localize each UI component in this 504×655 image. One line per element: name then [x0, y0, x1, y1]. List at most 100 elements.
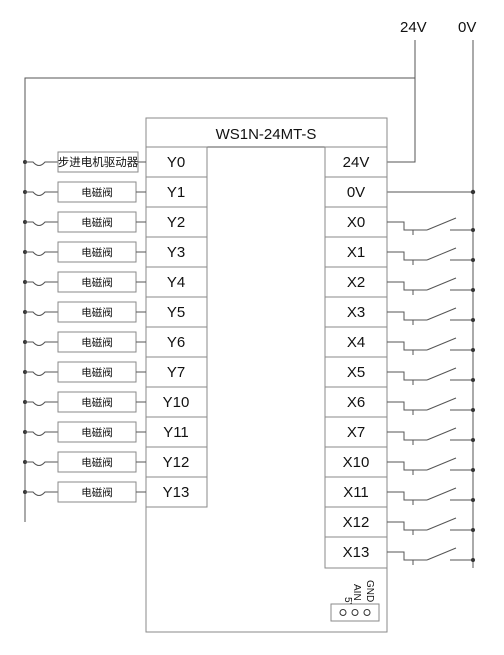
- input-wire: [387, 461, 427, 471]
- input-terminal-label: X1: [347, 244, 365, 261]
- input-row: X2: [325, 266, 475, 295]
- analog-pin-gnd: [363, 609, 371, 616]
- input-wire: [387, 491, 427, 501]
- supply-0v-label: 0V: [458, 19, 476, 36]
- power-terminal-row: 0V: [325, 176, 387, 201]
- input-row: X6: [325, 386, 475, 415]
- output-terminal-label: Y3: [167, 244, 185, 261]
- input-row: X7: [325, 416, 475, 445]
- output-terminal-label: Y6: [167, 334, 185, 351]
- output-terminal-label: Y5: [167, 304, 185, 321]
- input-terminal-label: X11: [343, 484, 369, 501]
- input-wire: [387, 281, 427, 291]
- input-wire: [387, 341, 427, 351]
- input-terminal-label: X3: [347, 304, 365, 321]
- input-wire: [387, 551, 427, 561]
- switch-blade: [426, 217, 457, 231]
- solenoid-valve-label: 电磁阀: [81, 366, 113, 379]
- analog-5v-label: 5V: [342, 597, 353, 610]
- output-terminal-label: Y1: [167, 184, 185, 201]
- stepper-driver-label: 步进电机驱动器: [58, 155, 139, 169]
- input-row: X11: [325, 476, 475, 505]
- input-terminal-label: X0: [347, 214, 365, 231]
- rail-junction: [471, 348, 475, 352]
- switch-blade: [426, 337, 457, 351]
- load-feed-wire: [25, 311, 58, 316]
- output-terminal-label: Y12: [163, 454, 190, 471]
- rail-junction: [471, 558, 475, 562]
- rail-junction: [471, 528, 475, 532]
- input-terminal-label: X5: [347, 364, 365, 381]
- load-feed-wire: [25, 341, 58, 346]
- input-row: X5: [325, 356, 475, 385]
- switch-blade: [426, 517, 457, 531]
- rail-junction: [471, 228, 475, 232]
- input-terminal-label: X10: [343, 454, 370, 471]
- output-row: 电磁阀 Y2: [23, 206, 207, 233]
- switch-blade: [426, 307, 457, 321]
- rail-junction: [471, 438, 475, 442]
- load-feed-wire: [25, 221, 58, 226]
- load-feed-wire: [25, 371, 58, 376]
- power-terminal-label: 24V: [343, 154, 370, 171]
- input-row: X3: [325, 296, 475, 325]
- output-row: 电磁阀 Y6: [23, 326, 207, 353]
- output-row: 步进电机驱动器 Y0: [23, 151, 185, 173]
- input-row: X13: [325, 536, 475, 565]
- input-wire: [387, 401, 427, 411]
- plc-model-label: WS1N-24MT-S: [216, 126, 317, 143]
- analog-connector: 5V AIN GND: [330, 580, 380, 622]
- switch-blade: [426, 397, 457, 411]
- analog-ain-label: AIN: [351, 584, 362, 601]
- input-wire: [387, 311, 427, 321]
- rail-junction: [471, 288, 475, 292]
- load-feed-wire: [25, 401, 58, 406]
- input-wire: [387, 521, 427, 531]
- load-feed-wire: [25, 161, 58, 166]
- switch-blade: [426, 277, 457, 291]
- output-terminal-label: Y11: [163, 424, 189, 441]
- load-feed-wire: [25, 191, 58, 196]
- solenoid-valve-label: 电磁阀: [81, 336, 113, 349]
- output-terminal-label: Y4: [167, 274, 185, 291]
- power-terminal-row: 24V: [343, 154, 370, 171]
- output-terminal-label: Y0: [167, 154, 185, 171]
- input-row: X0: [325, 206, 475, 235]
- rail-junction: [471, 378, 475, 382]
- solenoid-valve-label: 电磁阀: [81, 306, 113, 319]
- input-terminal-label: X12: [343, 514, 370, 531]
- solenoid-valve-label: 电磁阀: [81, 456, 113, 469]
- input-row: X1: [325, 236, 475, 265]
- solenoid-valve-label: 电磁阀: [81, 426, 113, 439]
- supply-24v-label: 24V: [400, 19, 427, 36]
- zero-volt-junction: [470, 189, 476, 195]
- output-terminal-label: Y7: [167, 364, 185, 381]
- input-wire: [387, 431, 427, 441]
- load-feed-wire: [25, 431, 58, 436]
- input-terminal-label: X13: [343, 544, 370, 561]
- analog-pin-5v: [339, 609, 347, 616]
- input-terminal-label: X2: [347, 274, 365, 291]
- output-row: 电磁阀 Y11: [23, 416, 207, 443]
- rail-junction: [471, 408, 475, 412]
- output-row: 电磁阀 Y3: [23, 236, 207, 263]
- output-terminal-label: Y2: [167, 214, 185, 231]
- switch-blade: [426, 367, 457, 381]
- solenoid-valve-label: 电磁阀: [81, 246, 113, 259]
- solenoid-valve-label: 电磁阀: [81, 216, 113, 229]
- output-row: 电磁阀 Y5: [23, 296, 207, 323]
- switch-blade: [426, 457, 457, 471]
- rail-junction: [471, 468, 475, 472]
- input-wire: [387, 251, 427, 261]
- rail-junction: [471, 498, 475, 502]
- load-feed-wire: [25, 281, 58, 286]
- power-terminal-label: 0V: [347, 184, 365, 201]
- input-wire: [387, 371, 427, 381]
- switch-blade: [426, 487, 457, 501]
- analog-pin-ain: [351, 609, 359, 616]
- solenoid-valve-label: 电磁阀: [81, 276, 113, 289]
